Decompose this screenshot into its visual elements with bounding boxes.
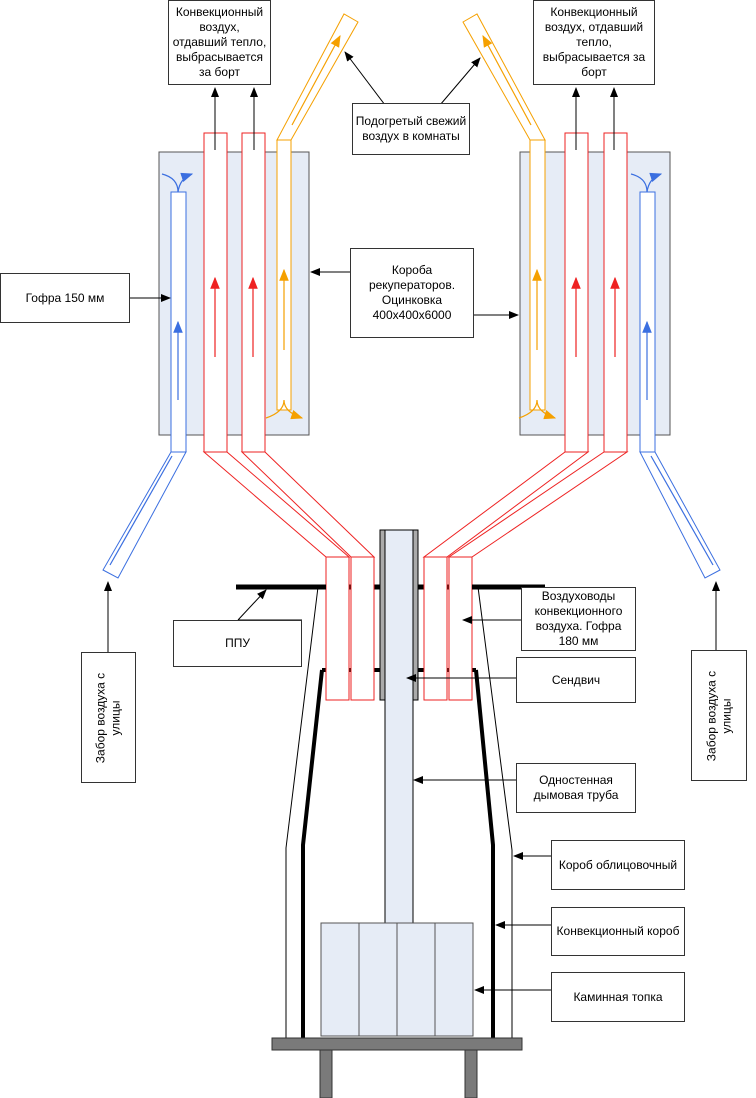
label-intake-right: Забор воздуха с улицы [704,670,733,761]
heated-air-pipe-left [276,13,359,411]
firebox [320,922,474,1037]
convection-duct-right-inner [422,132,590,701]
flow-arrow-blue [109,455,173,566]
cladding-box-right-wall [477,586,513,1038]
label-convection-ducts: Воздуховоды конвекционного воздуха. Гофр… [521,587,636,651]
flow-arrow-orange [291,34,341,126]
flow-arrow-orange [482,34,532,126]
single-wall-flue [384,529,414,924]
cladding-box-left-wall [285,586,319,1038]
callout-arrow [439,57,481,106]
flow-arrows [109,34,714,566]
flow-split-blue [630,174,661,193]
label-exhaust-left: Конвекционный воздух, отдавший тепло, вы… [168,0,271,85]
convection-duct-right-outer [447,132,629,701]
label-heated-air: Подогретый свежий воздух в комнаты [352,103,470,155]
label-intake-left: Забор воздуха с улицы [93,672,123,763]
label-gofra-150: Гофра 150 мм [0,273,130,323]
flow-intake-orange [265,399,304,420]
leg-right [464,1049,478,1098]
flow-intake-orange [518,399,557,420]
label-intake-right-box: Забор воздуха с улицы [691,650,747,781]
label-single-wall-flue: Одностенная дымовая труба [516,763,636,813]
label-sandwich: Сендвич [516,657,636,703]
intake-pipe-left [102,191,187,579]
label-ppu: ППУ [173,620,302,667]
flow-split-blue [161,174,192,193]
callout-arrow [344,51,386,106]
label-intake-left-box: Забор воздуха с улицы [81,652,136,783]
label-recuperator-boxes: Короба рекуператоров. Оцинковка 400x400x… [350,248,474,338]
callout-arrow [237,589,267,621]
label-firebox: Каминная топка [551,972,685,1022]
label-exhaust-right: Конвекционный воздух, отдавший тепло, вы… [533,0,655,85]
convection-box-left-wall [301,669,324,1038]
base-plate [271,1037,523,1051]
flow-arrow-blue [650,455,714,566]
convection-box-right-wall [474,669,495,1038]
intake-pipe-right [639,191,721,579]
leg-left [319,1049,333,1098]
label-convection-box: Конвекционный короб [551,907,685,956]
label-cladding-box: Короб облицовочный [551,840,685,890]
